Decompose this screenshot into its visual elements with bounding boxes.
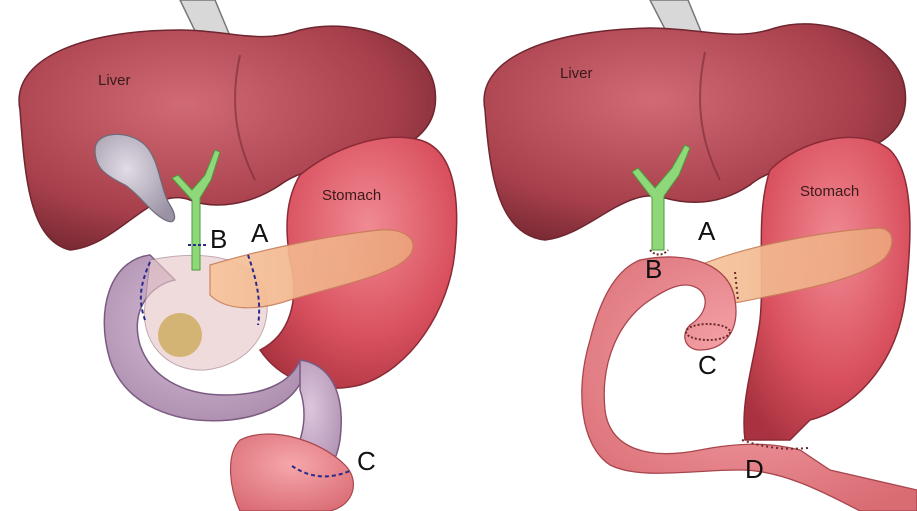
liver-label: Liver xyxy=(560,65,593,82)
stomach-label: Stomach xyxy=(322,187,381,204)
before-panel: Liver Stomach B A C xyxy=(19,0,457,511)
label-a: A xyxy=(251,218,269,248)
after-panel: Liver Stomach A B C D xyxy=(484,0,917,511)
ampulla-shape xyxy=(158,313,202,357)
label-a: A xyxy=(698,216,716,246)
label-b: B xyxy=(645,254,662,284)
liver-label: Liver xyxy=(98,72,131,89)
label-c: C xyxy=(357,446,376,476)
label-b: B xyxy=(210,224,227,254)
label-d: D xyxy=(745,454,764,484)
stomach-label: Stomach xyxy=(800,183,859,200)
label-c: C xyxy=(698,350,717,380)
